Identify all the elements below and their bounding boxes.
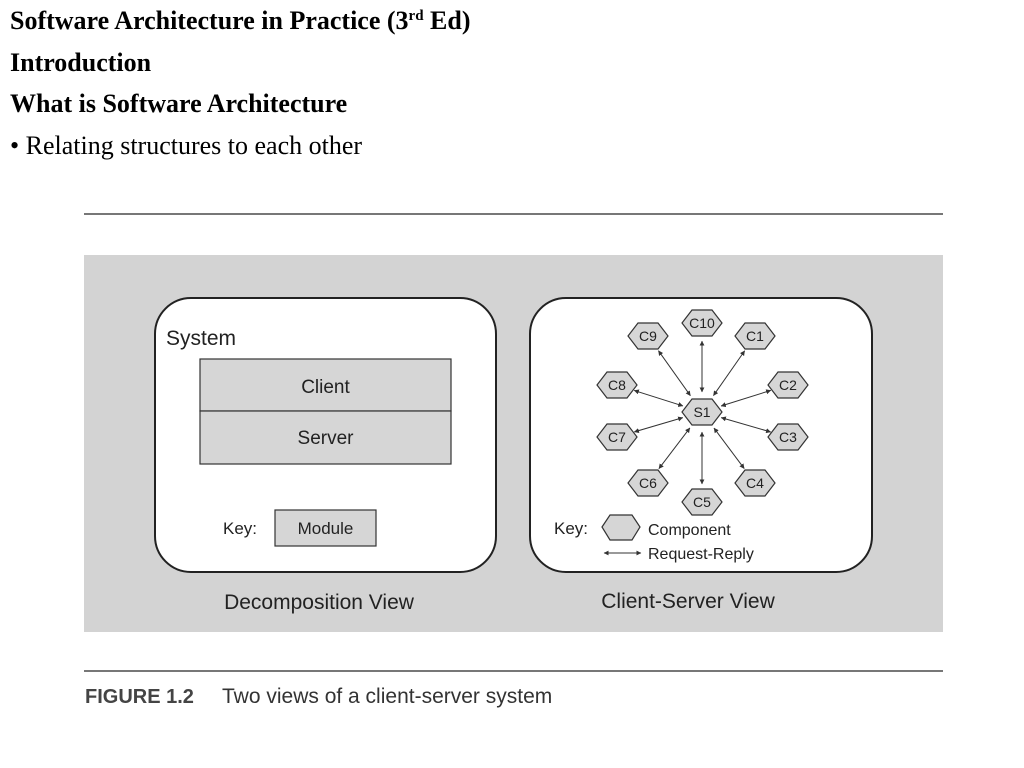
component-label: C8 bbox=[608, 377, 626, 393]
client-server-view-label: Client-Server View bbox=[601, 590, 775, 613]
component-c2: C2 bbox=[767, 371, 809, 399]
decomposition-view-label: Decomposition View bbox=[224, 591, 415, 614]
request-reply-edge-c3 bbox=[720, 416, 772, 434]
slide-title-end: Ed) bbox=[423, 6, 471, 35]
key-module-box bbox=[274, 509, 377, 547]
component-hexagon bbox=[767, 371, 809, 399]
component-hexagon bbox=[596, 423, 638, 451]
server-component-s1: S1 bbox=[681, 398, 723, 426]
key-component-hexagon bbox=[601, 514, 641, 541]
client-module-label: Client bbox=[301, 377, 350, 398]
component-label: C3 bbox=[779, 429, 797, 445]
component-hexagon bbox=[681, 488, 723, 516]
component-hexagon bbox=[596, 371, 638, 399]
key-request-reply-label: Request-Reply bbox=[648, 546, 754, 563]
client-server-key-label: Key: bbox=[554, 519, 588, 538]
component-hexagon bbox=[627, 322, 669, 350]
component-label: C9 bbox=[639, 328, 657, 344]
component-hexagon bbox=[734, 322, 776, 350]
component-c5: C5 bbox=[681, 488, 723, 516]
component-label: C10 bbox=[689, 315, 715, 331]
component-label: C5 bbox=[693, 494, 711, 510]
component-c1: C1 bbox=[734, 322, 776, 350]
component-c8: C8 bbox=[596, 371, 638, 399]
component-hexagon bbox=[734, 469, 776, 497]
key-component-label: Component bbox=[648, 522, 731, 539]
figure-caption-text: Two views of a client-server system bbox=[222, 685, 552, 708]
figure-caption-number: FIGURE 1.2 bbox=[85, 686, 194, 708]
client-module bbox=[199, 358, 452, 412]
request-reply-edge-c4 bbox=[713, 427, 745, 469]
system-label: System bbox=[166, 327, 236, 350]
request-reply-edge-c9 bbox=[658, 350, 691, 396]
component-label: C2 bbox=[779, 377, 797, 393]
component-c7: C7 bbox=[596, 423, 638, 451]
component-label: C4 bbox=[746, 475, 764, 491]
component-hexagon bbox=[681, 309, 723, 337]
component-hexagon bbox=[627, 469, 669, 497]
component-c9: C9 bbox=[627, 322, 669, 350]
server-module bbox=[199, 410, 452, 465]
component-label: C6 bbox=[639, 475, 657, 491]
request-reply-edge-c2 bbox=[720, 389, 772, 407]
component-label: C7 bbox=[608, 429, 626, 445]
bullet-point: • Relating structures to each other bbox=[10, 131, 363, 160]
slide-title: Software Architecture in Practice (3rd E… bbox=[10, 6, 471, 36]
request-reply-connectors bbox=[633, 340, 772, 485]
slide-title-main: Software Architecture in Practice (3 bbox=[10, 6, 409, 35]
component-label: C1 bbox=[746, 328, 764, 344]
component-c3: C3 bbox=[767, 423, 809, 451]
request-reply-edge-c1 bbox=[713, 350, 746, 396]
request-reply-edge-c8 bbox=[633, 389, 684, 407]
key-module-label: Module bbox=[298, 519, 354, 538]
server-module-label: Server bbox=[298, 428, 355, 449]
component-c4: C4 bbox=[734, 469, 776, 497]
server-label: S1 bbox=[693, 404, 710, 420]
request-reply-edge-c7 bbox=[633, 416, 684, 433]
request-reply-edge-c6 bbox=[658, 427, 691, 469]
server-hexagon bbox=[681, 398, 723, 426]
decomposition-key-label: Key: bbox=[223, 519, 257, 538]
slide-subtitle: Introduction bbox=[10, 48, 152, 77]
slide-title-superscript: rd bbox=[408, 8, 424, 24]
component-c10: C10 bbox=[681, 309, 723, 337]
section-heading: What is Software Architecture bbox=[10, 89, 348, 118]
component-c6: C6 bbox=[627, 469, 669, 497]
component-hexagon bbox=[767, 423, 809, 451]
